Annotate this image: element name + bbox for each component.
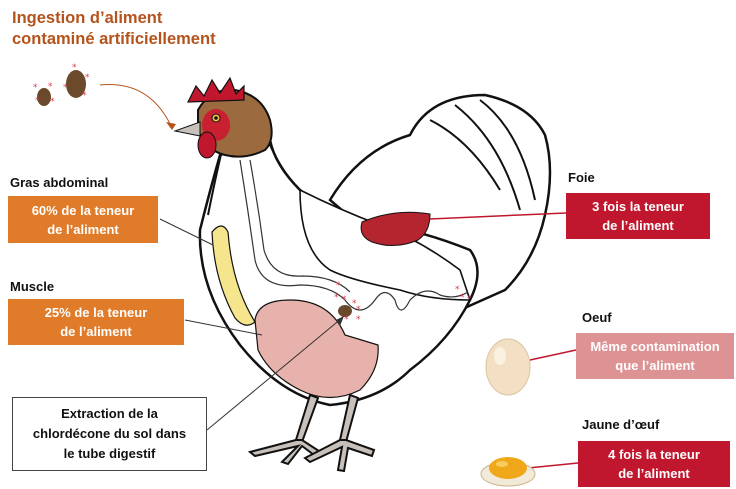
- extraction-line-2: chlordécone du sol dans: [33, 424, 186, 444]
- liver-value-line-2: de l’aliment: [592, 216, 684, 235]
- extraction-line-3: le tube digestif: [64, 444, 156, 464]
- yolk-label: Jaune d’œuf: [582, 417, 659, 432]
- diagram-title: Ingestion d’aliment contaminé artificiel…: [12, 8, 216, 50]
- egg-value-line-2: que l’aliment: [590, 356, 719, 375]
- svg-text:*: *: [334, 293, 339, 303]
- yolk-connector: [528, 463, 578, 468]
- fat-value-box: 60% de la teneur de l’aliment: [8, 196, 158, 243]
- svg-text:*: *: [48, 82, 53, 92]
- fat-value-line-1: 60% de la teneur: [32, 201, 135, 220]
- svg-text:*: *: [50, 97, 55, 107]
- svg-text:*: *: [33, 83, 38, 93]
- muscle-label: Muscle: [10, 279, 54, 294]
- svg-text:*: *: [63, 83, 68, 93]
- fat-label: Gras abdominal: [10, 175, 108, 190]
- svg-text:*: *: [85, 73, 90, 83]
- fat-value-line-2: de l’aliment: [32, 220, 135, 239]
- yolk-value-line-1: 4 fois la teneur: [608, 445, 700, 464]
- svg-text:*: *: [467, 294, 472, 304]
- liver-value-line-1: 3 fois la teneur: [592, 197, 684, 216]
- egg-connector: [530, 350, 576, 360]
- egg-value-box: Même contamination que l’aliment: [576, 333, 734, 379]
- chicken-illustration: *** *** *** *: [175, 78, 550, 471]
- title-line-1: Ingestion d’aliment: [12, 8, 216, 29]
- ingestion-arrow: [100, 85, 172, 128]
- contaminated-feed-icon: * * * * * * * *: [33, 63, 90, 107]
- muscle-value-line-2: de l’aliment: [45, 322, 148, 341]
- extraction-box: Extraction de la chlordécone du sol dans…: [12, 397, 207, 471]
- svg-text:*: *: [356, 305, 361, 315]
- title-line-2: contaminé artificiellement: [12, 29, 216, 50]
- egg-label: Oeuf: [582, 310, 612, 325]
- muscle-value-box: 25% de la teneur de l’aliment: [8, 299, 184, 345]
- liver-label: Foie: [568, 170, 595, 185]
- svg-text:*: *: [72, 63, 77, 73]
- extraction-line-1: Extraction de la: [61, 404, 158, 424]
- liver-value-box: 3 fois la teneur de l’aliment: [566, 193, 710, 239]
- egg-value-line-1: Même contamination: [590, 337, 719, 356]
- svg-text:*: *: [342, 295, 347, 305]
- svg-text:*: *: [344, 315, 349, 325]
- muscle-value-line-1: 25% de la teneur: [45, 303, 148, 322]
- egg-icon: [486, 339, 530, 395]
- yolk-value-box: 4 fois la teneur de l’aliment: [578, 441, 730, 487]
- svg-text:*: *: [356, 315, 361, 325]
- svg-text:*: *: [460, 293, 465, 303]
- yolk-value-line-2: de l’aliment: [608, 464, 700, 483]
- svg-text:*: *: [35, 96, 40, 106]
- svg-text:*: *: [82, 91, 87, 101]
- svg-text:*: *: [336, 281, 341, 291]
- egg-yolk-icon: [481, 457, 535, 486]
